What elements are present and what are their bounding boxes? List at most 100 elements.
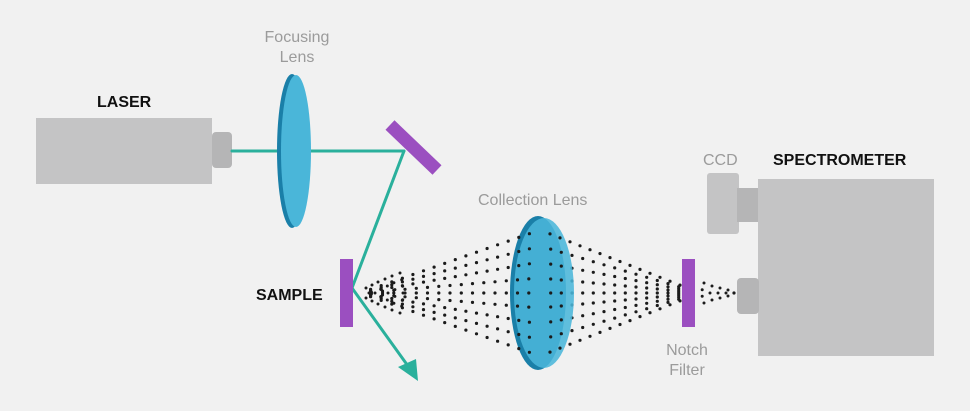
scatter-dot [549,291,553,295]
beam-reflected [350,286,410,368]
scatter-dot [623,284,627,288]
scatter-dot [581,325,585,330]
scatter-dot [570,329,574,333]
scatter-dot [527,350,532,354]
scatter-dot [376,302,380,306]
scatter-dot [453,324,457,328]
scatter-dot [602,282,606,286]
scatter-dot [591,322,595,326]
scatter-dot [591,291,595,295]
scatter-dot [504,303,508,307]
sample-label: SAMPLE [256,287,323,304]
scatter-dot [588,248,592,252]
scatter-dot [568,342,572,346]
scatter-dot [549,305,553,309]
scatter-dot [411,282,415,286]
scatter-dot [515,304,520,308]
scatter-dot [702,301,706,305]
laser-label: LASER [97,94,152,111]
scatter-dot [470,282,475,286]
scatter-dot [527,335,532,339]
scatter-dot [655,295,659,299]
scatter-dot [496,327,500,331]
scatter-dot [453,258,457,262]
scatter-dot [618,322,622,327]
scatter-dot [411,272,415,277]
scatter-dot [496,255,500,259]
scatter-dot [364,286,368,290]
notch-filter-label-line-2: Filter [669,362,705,379]
scatter-dot [517,347,521,351]
scatter-dot [517,264,521,268]
collection-lens-label: Collection Lens [478,192,588,209]
scatter-dot [373,291,377,295]
scatter-dot [453,307,457,311]
scatter-dot [425,291,430,295]
scatter-dot [504,279,508,283]
scatter-dot [392,281,396,285]
scatter-dot [432,272,436,276]
scatter-dot [527,320,532,324]
dots-over-lens [515,232,572,354]
focusing-lens-label-line-1: Focusing [264,29,330,46]
scatter-dot [443,261,447,265]
scatter-dot [602,291,606,295]
scatter-dot [448,283,452,288]
scatter-dot [464,319,468,323]
scatter-dot [474,321,479,325]
scatter-dot [421,280,426,284]
scatter-dot [493,291,497,295]
scatter-dot [645,291,649,295]
scatter-dot [482,291,486,295]
scatter-dot [474,271,479,275]
scatter-dot [618,259,622,264]
scatter-dot [379,287,383,291]
scatter-dot [527,232,532,236]
spectrometer-entrance [737,278,759,314]
scatter-dot [613,266,617,270]
scatter-dot [718,286,722,290]
scatter-dot [393,288,397,292]
scatter-dot [634,303,638,307]
scatter-dot [613,291,617,295]
scatter-dot [470,291,475,295]
laser-beam [230,149,410,368]
scatter-dot [504,291,508,295]
laser-aperture [212,132,232,168]
scatter-dot [470,300,475,304]
scatter-dot [708,291,712,295]
scatter-dot [602,310,606,314]
scatter-dot [383,305,387,309]
scatter-dot [645,275,649,279]
scatter-dot [485,313,489,317]
scatter-dot [474,261,479,265]
scatter-dot [459,291,463,295]
scatter-dot [559,291,563,295]
scatter-dot [482,301,486,305]
focusing-lens-label: Focusing Lens [250,28,344,68]
scatter-dot [559,304,563,308]
scatter-dot [658,275,662,279]
scatter-dot [432,304,436,308]
scatter-dot [393,294,397,298]
scatter-dot [628,319,632,323]
scatter-dot [655,283,659,287]
scatter-dot [485,335,489,340]
scatter-dot [559,318,563,322]
scatter-dot [496,267,500,271]
scatter-dot [655,291,659,295]
scatter-dot [549,247,553,251]
scatter-dot [623,298,627,302]
collection-lens [510,216,574,370]
scatter-dot [383,277,387,281]
scatter-dot [443,306,447,310]
collection-lens-face [514,218,574,368]
focusing-lens [277,74,311,228]
scatter-dot [527,277,531,281]
scatter-dot [421,313,426,317]
ccd-body [707,173,739,234]
scatter-dot [645,281,649,285]
scatter-dot [608,326,612,330]
scatter-dot [506,265,510,270]
